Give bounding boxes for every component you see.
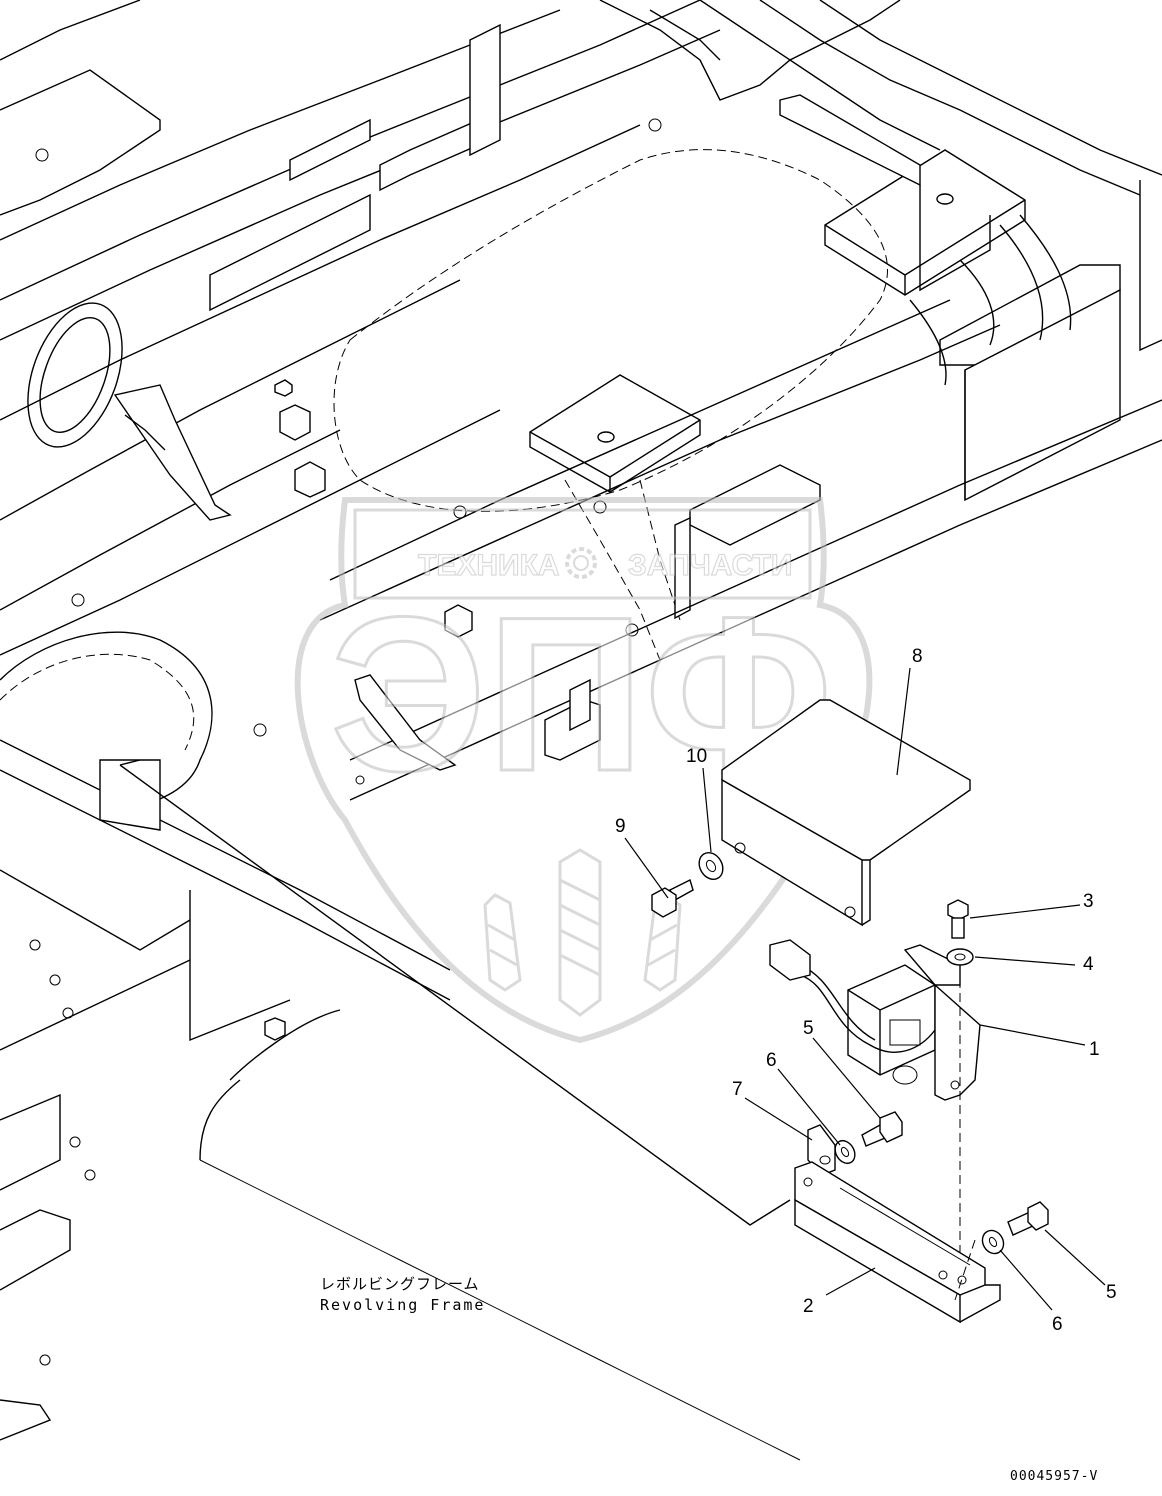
callout-7: 7 <box>732 1079 743 1100</box>
revolving-frame-drawing <box>0 0 1162 1461</box>
callout-9: 9 <box>615 816 626 837</box>
gear-icon <box>565 547 597 579</box>
part-9-bolt <box>651 879 694 918</box>
callout-2: 2 <box>803 1296 814 1317</box>
callout-labels: 8 10 9 3 4 1 5 6 7 2 5 6 <box>615 646 1117 1335</box>
frame-label-jp: レボルビングフレーム <box>320 1275 480 1293</box>
callout-3: 3 <box>1083 891 1094 912</box>
callout-1: 1 <box>1089 1039 1100 1060</box>
callout-4: 4 <box>1083 954 1094 975</box>
part-2-bracket <box>794 1161 1001 1324</box>
part-1-switch <box>769 939 981 1101</box>
part-10-washer <box>698 851 724 881</box>
callout-6-lower: 6 <box>1052 1314 1063 1335</box>
watermark-shield <box>294 497 873 1044</box>
leader-lines <box>624 667 1106 1311</box>
drawing-code: 00045957-V <box>1010 1469 1098 1484</box>
part-6-washer-upper <box>834 1139 856 1165</box>
frame-label-en: Revolving Frame <box>320 1296 485 1314</box>
part-7-clip <box>807 1124 836 1176</box>
mounting-hole-group <box>29 148 365 1366</box>
callout-6-upper: 6 <box>766 1050 777 1071</box>
part-8-cover <box>721 699 971 927</box>
part-3-bolt <box>947 899 969 939</box>
watermark-left-word: ТЕХНИКА <box>418 549 560 582</box>
callout-5-upper: 5 <box>803 1018 814 1039</box>
watermark-right-word: ЗАПЧАСТИ <box>628 549 792 582</box>
wheat-icon <box>483 848 682 1017</box>
part-5-bolt-upper <box>861 1111 903 1147</box>
part-5-bolt-lower <box>1007 1201 1049 1236</box>
callout-10: 10 <box>686 746 707 767</box>
callout-8: 8 <box>912 646 923 667</box>
part-4-washer <box>946 948 974 966</box>
nut-group <box>274 379 473 638</box>
part-6-washer-lower <box>981 1229 1005 1255</box>
callout-5-lower: 5 <box>1106 1282 1117 1303</box>
